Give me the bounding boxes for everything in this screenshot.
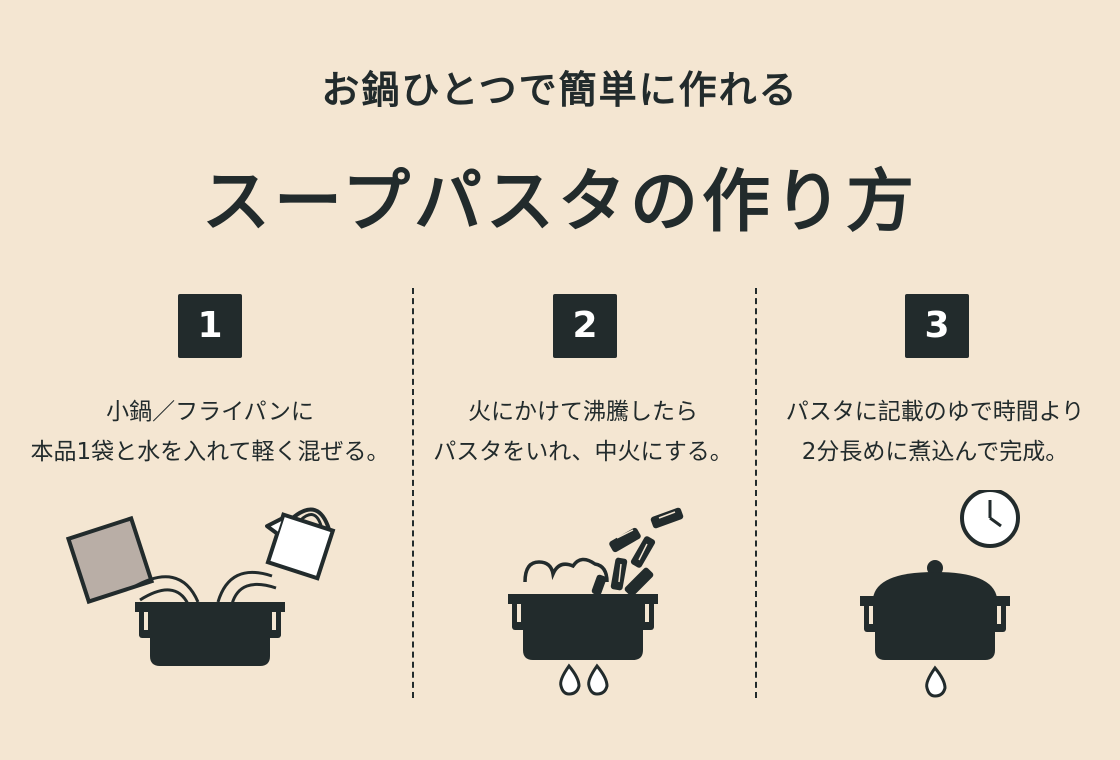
step-instruction: 小鍋／フライパンに 本品1袋と水を入れて軽く混ぜる。 [30,392,390,472]
step-2: 2 火にかけて沸騰したら パスタをいれ、中火にする。 [413,290,753,710]
pot-pour-icon [65,507,336,666]
step-instruction-line: 本品1袋と水を入れて軽く混ぜる。 [30,439,390,465]
step-number-badge: 3 [905,294,969,358]
step-instruction: パスタに記載のゆで時間より 2分長めに煮込んで完成。 [755,392,1115,472]
step-instruction-line: 火にかけて沸騰したら [468,399,698,425]
step-1: 1 小鍋／フライパンに 本品1袋と水を入れて軽く混ぜる。 [31,290,389,710]
step-instruction-line: 小鍋／フライパンに [106,399,314,425]
pot-timer-icon [860,490,1020,698]
page-title: スープパスタの作り方 [202,163,918,242]
step-number-badge: 1 [178,294,242,358]
divider-2 [755,288,757,698]
step-instruction-line: パスタをいれ、中火にする。 [433,439,733,465]
page-subtitle: お鍋ひとつで簡単に作れる [321,68,799,112]
step-instruction: 火にかけて沸騰したら パスタをいれ、中火にする。 [403,392,763,472]
step-number-badge: 2 [553,294,617,358]
divider-1 [412,288,414,698]
step-instruction-line: 2分長めに煮込んで完成。 [801,439,1069,465]
pot-boil-icon [508,507,684,696]
step-instruction-line: パスタに記載のゆで時間より [785,399,1085,425]
step-3: 3 パスタに記載のゆで時間より 2分長めに煮込んで完成。 [765,290,1105,710]
